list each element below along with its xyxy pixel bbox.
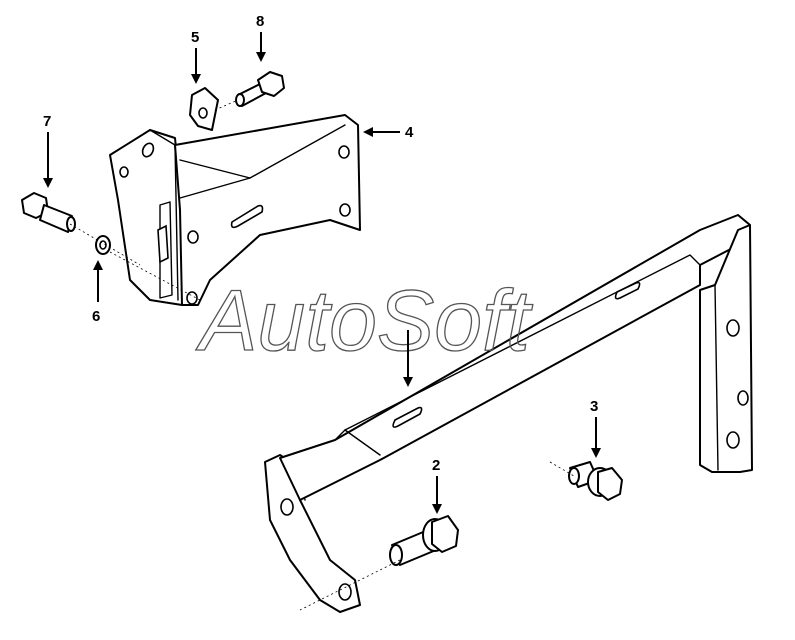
bolt-8 <box>235 71 285 107</box>
callout-8: 8 <box>256 13 264 30</box>
callout-6: 6 <box>92 308 100 325</box>
callout-4: 4 <box>405 124 414 141</box>
callout-2: 2 <box>432 457 440 474</box>
washer-6 <box>95 235 111 255</box>
callout-7: 7 <box>43 113 51 130</box>
bolt-3 <box>568 461 623 501</box>
assembly-lines <box>69 99 575 611</box>
bolt-7 <box>21 192 76 233</box>
callouts: 8 5 7 4 6 3 2 <box>43 13 601 514</box>
callout-3: 3 <box>590 398 598 415</box>
callout-5: 5 <box>191 29 199 46</box>
watermark-text: AutoSoft <box>195 273 533 369</box>
clip-5 <box>189 87 219 131</box>
bolt-2 <box>389 515 459 566</box>
lower-bracket <box>264 214 753 613</box>
